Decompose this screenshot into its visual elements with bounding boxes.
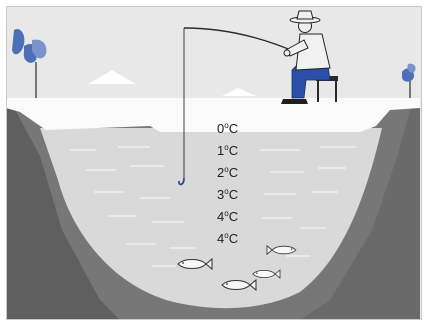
fisherman-hat-crown <box>297 11 313 19</box>
fisherman-hand <box>284 50 290 56</box>
ice-surface <box>6 98 420 132</box>
fisherman-boots <box>281 99 308 104</box>
